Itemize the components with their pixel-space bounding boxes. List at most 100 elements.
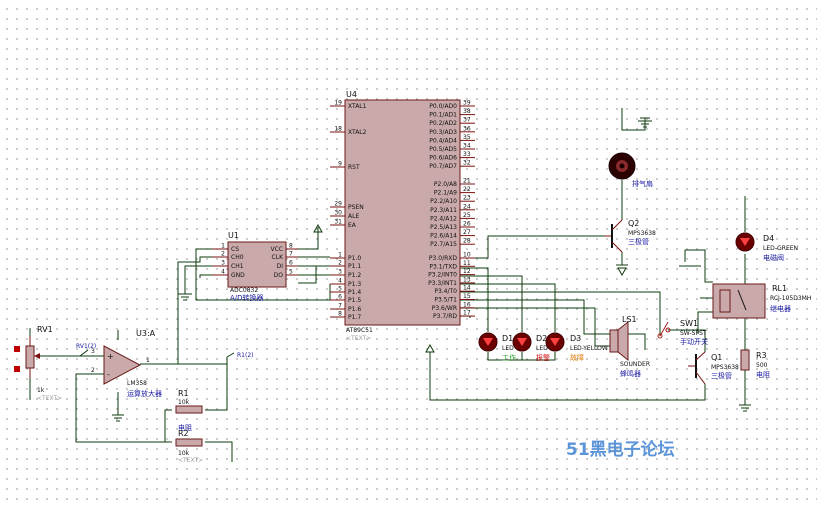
u4-part: AT89C51 xyxy=(346,327,373,334)
u4-pin-name: P0.4/AD4 xyxy=(429,137,457,144)
u4-pin-number: 3 xyxy=(338,269,342,276)
u4-pin-number: 31 xyxy=(334,219,342,226)
u1-ref: U1 xyxy=(228,231,239,240)
u1-pin-number: 8 xyxy=(289,243,293,250)
rv1-potentiometer: RV1 1k <TEXT> RV1(2) R1(2) xyxy=(14,325,254,402)
u4-left-pins: XTAL119XTAL218RST9PSEN29ALE30EA31P1.01P1… xyxy=(330,100,367,321)
r1-ref: R1 xyxy=(178,389,189,398)
u4-pin-number: 4 xyxy=(338,278,342,285)
q1-ref: Q1 xyxy=(711,353,722,362)
u4-pin-name: P3.4/T0 xyxy=(434,288,457,295)
u4-pin-name: P2.6/A14 xyxy=(430,233,457,240)
u4-pin-number: 24 xyxy=(463,203,471,210)
u4-pin-number: 11 xyxy=(463,260,471,267)
u4-pin-number: 27 xyxy=(463,229,471,236)
u4-pin-name: XTAL2 xyxy=(348,129,367,136)
u4-pin-number: 13 xyxy=(463,276,471,283)
u3-pin1: 1 xyxy=(146,357,150,364)
d1-ref: D1 xyxy=(502,334,513,343)
u3-ref: U3:A xyxy=(136,329,156,338)
u1-pin-name: DI xyxy=(277,263,284,270)
u4-pin-name: P1.7 xyxy=(348,314,361,321)
r3-value: 500 xyxy=(756,362,768,369)
u1-pin-name: CS xyxy=(231,246,239,253)
sw1-ref: SW1 xyxy=(680,319,698,328)
rv1-ref: RV1 xyxy=(37,325,53,334)
u4-pin-name: ALE xyxy=(348,213,359,220)
u4-pin-name: P2.5/A13 xyxy=(430,224,457,231)
u4-pin-name: P3.5/T1 xyxy=(434,297,457,304)
u1-pin-number: 1 xyxy=(221,243,225,250)
u1-pin-name: DO xyxy=(274,272,284,279)
u1-pin-name: CH0 xyxy=(231,254,244,261)
u3-part: LM358 xyxy=(127,380,147,387)
r3-resistor: R3 500 电阻 xyxy=(740,349,770,379)
u1-pin-name: CH1 xyxy=(231,263,244,270)
r2-ref: R2 xyxy=(178,429,189,438)
q2-label: 三极管 xyxy=(628,237,649,246)
sw1-part: SW-SPST xyxy=(680,330,707,337)
u4-pin-name: P0.7/AD7 xyxy=(429,163,457,170)
rv1-text: <TEXT> xyxy=(37,395,62,402)
ls1-part: SOUNDER xyxy=(620,361,650,368)
u3-minus: - xyxy=(107,370,110,379)
u4-pin-name: P3.2/INT0 xyxy=(428,272,457,279)
u4-pin-name: P2.3/A11 xyxy=(430,207,457,214)
u1-label: A/D转换器 xyxy=(230,293,264,302)
wires xyxy=(29,108,751,462)
u1-part: ADC0832 xyxy=(230,287,258,294)
u4-pin-number: 37 xyxy=(463,117,471,124)
u4-pin-name: EA xyxy=(348,222,357,229)
u4-pin-name: P0.2/AD2 xyxy=(429,120,457,127)
r2-text: <TEXT> xyxy=(178,457,203,464)
u4-pin-name: P1.1 xyxy=(348,263,361,270)
u4-pin-name: P2.1/A9 xyxy=(434,190,457,197)
u4-pin-number: 10 xyxy=(463,252,471,259)
u4-pin-number: 25 xyxy=(463,212,471,219)
r1-value: 10k xyxy=(178,399,190,406)
u4-pin-number: 7 xyxy=(338,303,342,310)
sw1-label: 手动开关 xyxy=(680,337,708,346)
u4-pin-number: 33 xyxy=(463,151,471,158)
d1-label: 工作 xyxy=(502,353,516,362)
u1-pin-number: 5 xyxy=(289,269,293,276)
u1-pin-number: 4 xyxy=(221,269,225,276)
u1-pin-number: 7 xyxy=(289,251,293,258)
u3-pin3: 3 xyxy=(91,348,95,355)
d2-part: LED xyxy=(536,345,548,352)
u4-pin-name: P3.1/TXD xyxy=(429,263,457,270)
rv1-probe: RV1(2) xyxy=(76,343,96,350)
u4-pin-number: 5 xyxy=(338,286,342,293)
ls1-buzzer: LS1 SOUNDER 蜂鸣器 xyxy=(609,315,650,378)
u4-pin-number: 35 xyxy=(463,134,471,141)
d2-label: 报警 xyxy=(536,353,550,362)
fan-label: 排气扇 xyxy=(632,179,653,188)
u4-pin-name: P1.6 xyxy=(348,306,361,313)
r1-label: 电阻 xyxy=(178,423,192,432)
d2-ref: D2 xyxy=(536,334,547,343)
u4-pin-number: 12 xyxy=(463,268,471,275)
u4-pin-number: 15 xyxy=(463,293,471,300)
d4-led: D4 LED-GREEN 电磁阀 xyxy=(735,232,798,262)
u4-pin-name: P1.3 xyxy=(348,281,361,288)
u4-pin-number: 17 xyxy=(463,310,471,317)
d3-part: LED-YELLOW xyxy=(570,345,608,352)
u4-pin-name: P0.5/AD5 xyxy=(429,146,457,153)
u1-pin-number: 6 xyxy=(289,260,293,267)
u4-pin-name: P1.5 xyxy=(348,297,361,304)
u4-ref: U4 xyxy=(346,90,357,99)
u4-pin-number: 22 xyxy=(463,186,471,193)
fan-motor: 排气扇 xyxy=(608,152,653,188)
u1-pin-name: GND xyxy=(231,272,245,279)
u3-plus: + xyxy=(107,352,114,361)
u1-pin-number: 3 xyxy=(221,260,225,267)
u4-pin-number: 38 xyxy=(463,108,471,115)
u4-pin-number: 32 xyxy=(463,160,471,167)
d2-led: D2 LED 报警 xyxy=(512,332,550,362)
u4-pin-name: PSEN xyxy=(348,204,364,211)
d4-label: 电磁阀 xyxy=(763,253,784,262)
